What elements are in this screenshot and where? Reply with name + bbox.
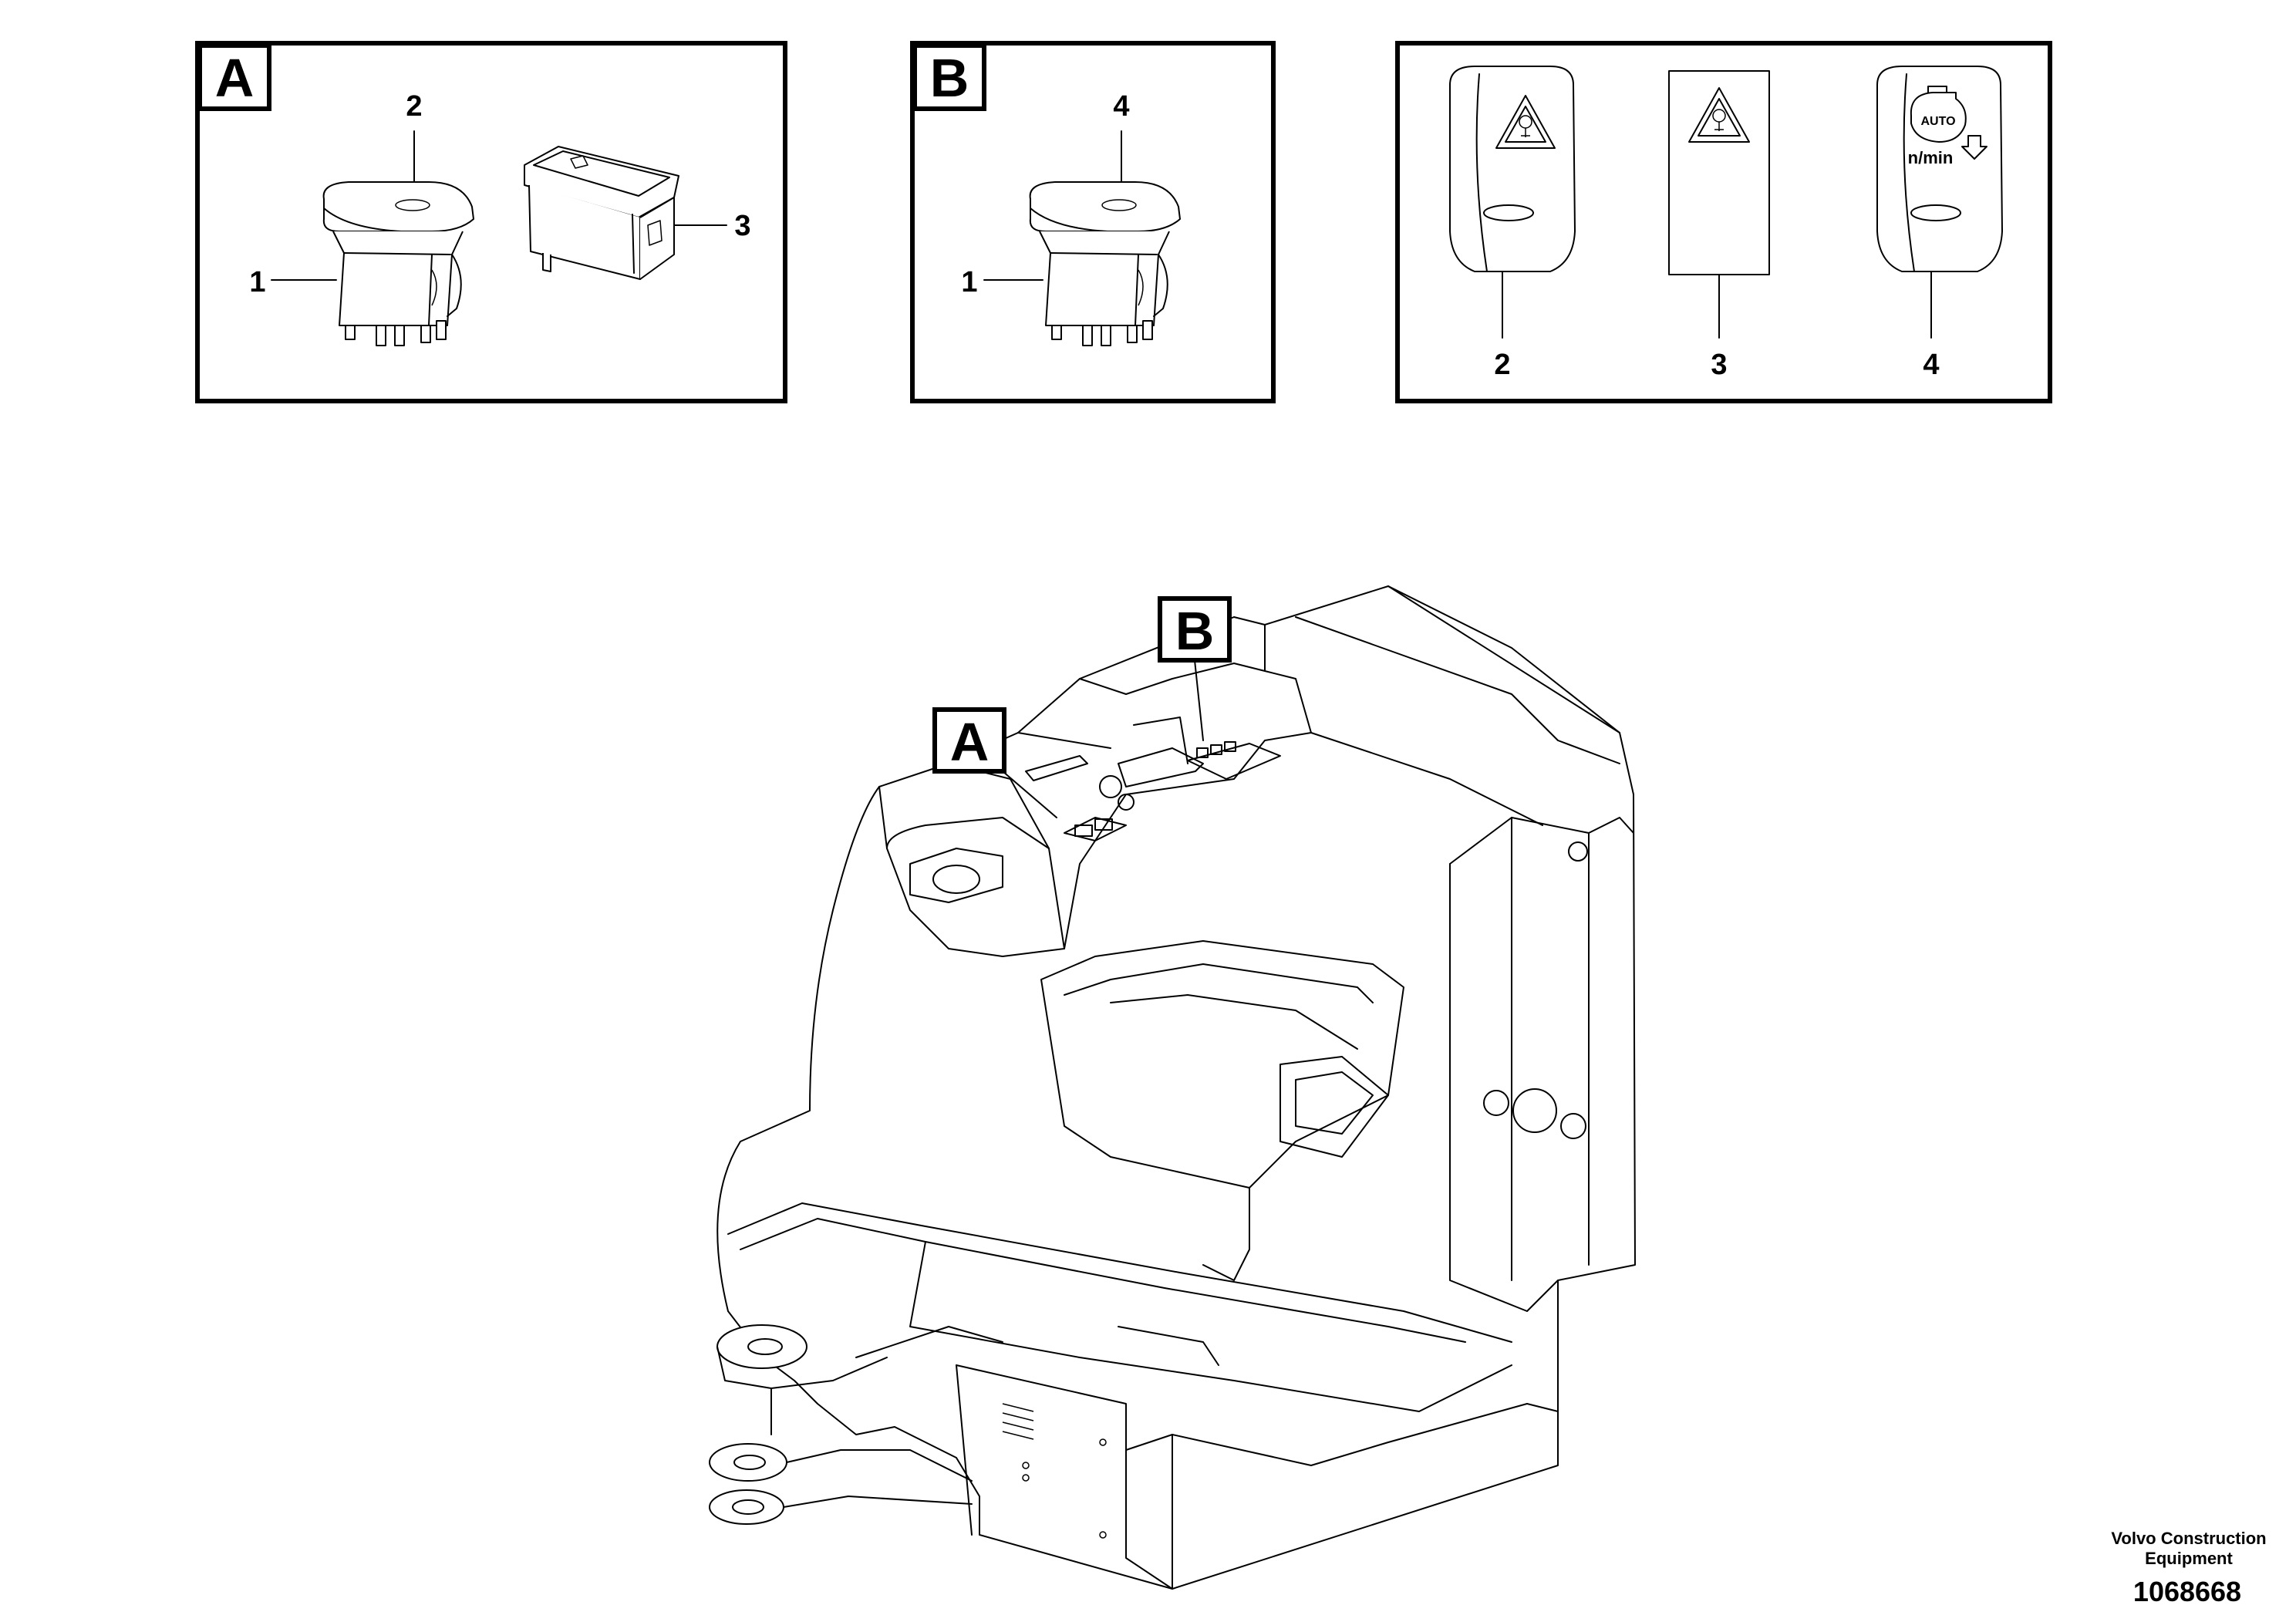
symbols-panel: 2 3 AUTO n/min 4	[1395, 41, 2052, 403]
switch-cover-a	[524, 146, 679, 280]
callout-symbol-4: 4	[1923, 349, 1939, 381]
callout-a-3: 3	[734, 210, 750, 242]
callout-symbol-2: 2	[1494, 349, 1510, 381]
symbol-4-rpm-text: n/min	[1908, 148, 1954, 167]
symbol-3-label	[1668, 70, 1770, 275]
rocker-switch-b	[1029, 181, 1181, 346]
operator-console-view: A B	[709, 585, 1636, 1590]
callout-a-2: 2	[406, 90, 422, 123]
warning-triangle-icon	[1495, 95, 1556, 149]
view-label-box-a	[932, 707, 1006, 774]
down-arrow-icon	[1961, 135, 1988, 160]
dash-switch-group	[909, 717, 1281, 903]
detail-a-panel: A	[195, 41, 787, 403]
console-body	[716, 585, 1636, 1590]
warning-triangle-icon	[1688, 87, 1750, 143]
detail-b-panel: B 1 4	[910, 41, 1276, 403]
view-label-a: A	[950, 712, 990, 772]
footer-block: Volvo Construction Equipment 1068668	[2111, 1529, 2266, 1607]
callout-b-4: 4	[1113, 90, 1129, 123]
symbol-4-auto-text: AUTO	[1920, 115, 1955, 128]
view-label-box-b	[1158, 596, 1232, 663]
callout-symbol-3: 3	[1711, 349, 1727, 381]
view-label-b: B	[1175, 601, 1215, 661]
callout-a-1: 1	[249, 266, 265, 298]
seat-mount-bracket	[709, 1324, 973, 1525]
detail-b-label-box	[912, 43, 986, 111]
indicator-lens-icon	[1483, 204, 1534, 221]
company-line-1: Volvo Construction	[2111, 1529, 2266, 1548]
engine-speed-icon	[1910, 92, 1967, 143]
detail-b-letter: B	[930, 48, 969, 108]
leader-view-b	[1194, 659, 1204, 741]
leader-view-a	[1002, 771, 1057, 818]
rocker-switch-a	[322, 181, 474, 346]
detail-a-letter: A	[215, 48, 255, 108]
drawing-number: 1068668	[2133, 1576, 2241, 1607]
detail-a-label-box	[197, 43, 271, 111]
symbol-2-rocker-cap	[1449, 66, 1576, 272]
symbol-4-rocker-cap: AUTO n/min	[1876, 66, 2003, 272]
callout-b-1: 1	[961, 266, 977, 298]
company-line-2: Equipment	[2145, 1549, 2233, 1568]
indicator-lens-icon	[1910, 204, 1961, 221]
